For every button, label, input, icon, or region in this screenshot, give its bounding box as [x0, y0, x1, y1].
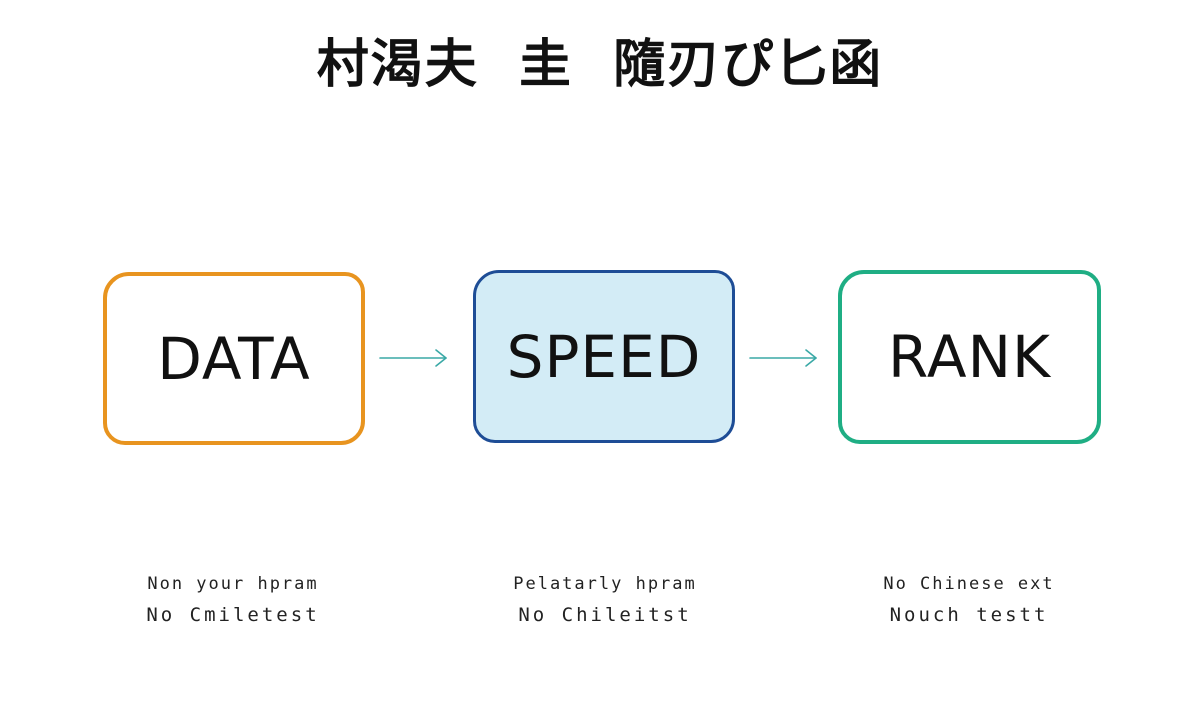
arrow-right-icon: [379, 349, 447, 367]
rank-box: RANK: [838, 270, 1101, 444]
speed-box: SPEED: [473, 270, 735, 443]
arrow-right-icon: [749, 349, 817, 367]
speed-caption-line2: No Chileitst: [518, 604, 692, 626]
speed-box-label: SPEED: [506, 322, 702, 391]
rank-caption-line2: Nouch testt: [889, 604, 1049, 626]
data-caption-line2: No Cmiletest: [146, 604, 320, 626]
rank-caption: No Chinese ext Nouch testt: [839, 574, 1099, 626]
speed-caption: Pelatarly hpram No Chileitst: [475, 574, 735, 626]
data-box-label: DATA: [157, 324, 311, 393]
data-caption-line1: Non your hpram: [147, 574, 319, 594]
speed-caption-line1: Pelatarly hpram: [513, 574, 697, 594]
data-caption: Non your hpram No Cmiletest: [103, 574, 363, 626]
rank-box-label: RANK: [887, 323, 1052, 391]
rank-caption-line1: No Chinese ext: [883, 574, 1055, 594]
data-box: DATA: [103, 272, 365, 445]
diagram-title: 村渴夫 圭 隨刃ぴ匕函: [316, 34, 884, 95]
